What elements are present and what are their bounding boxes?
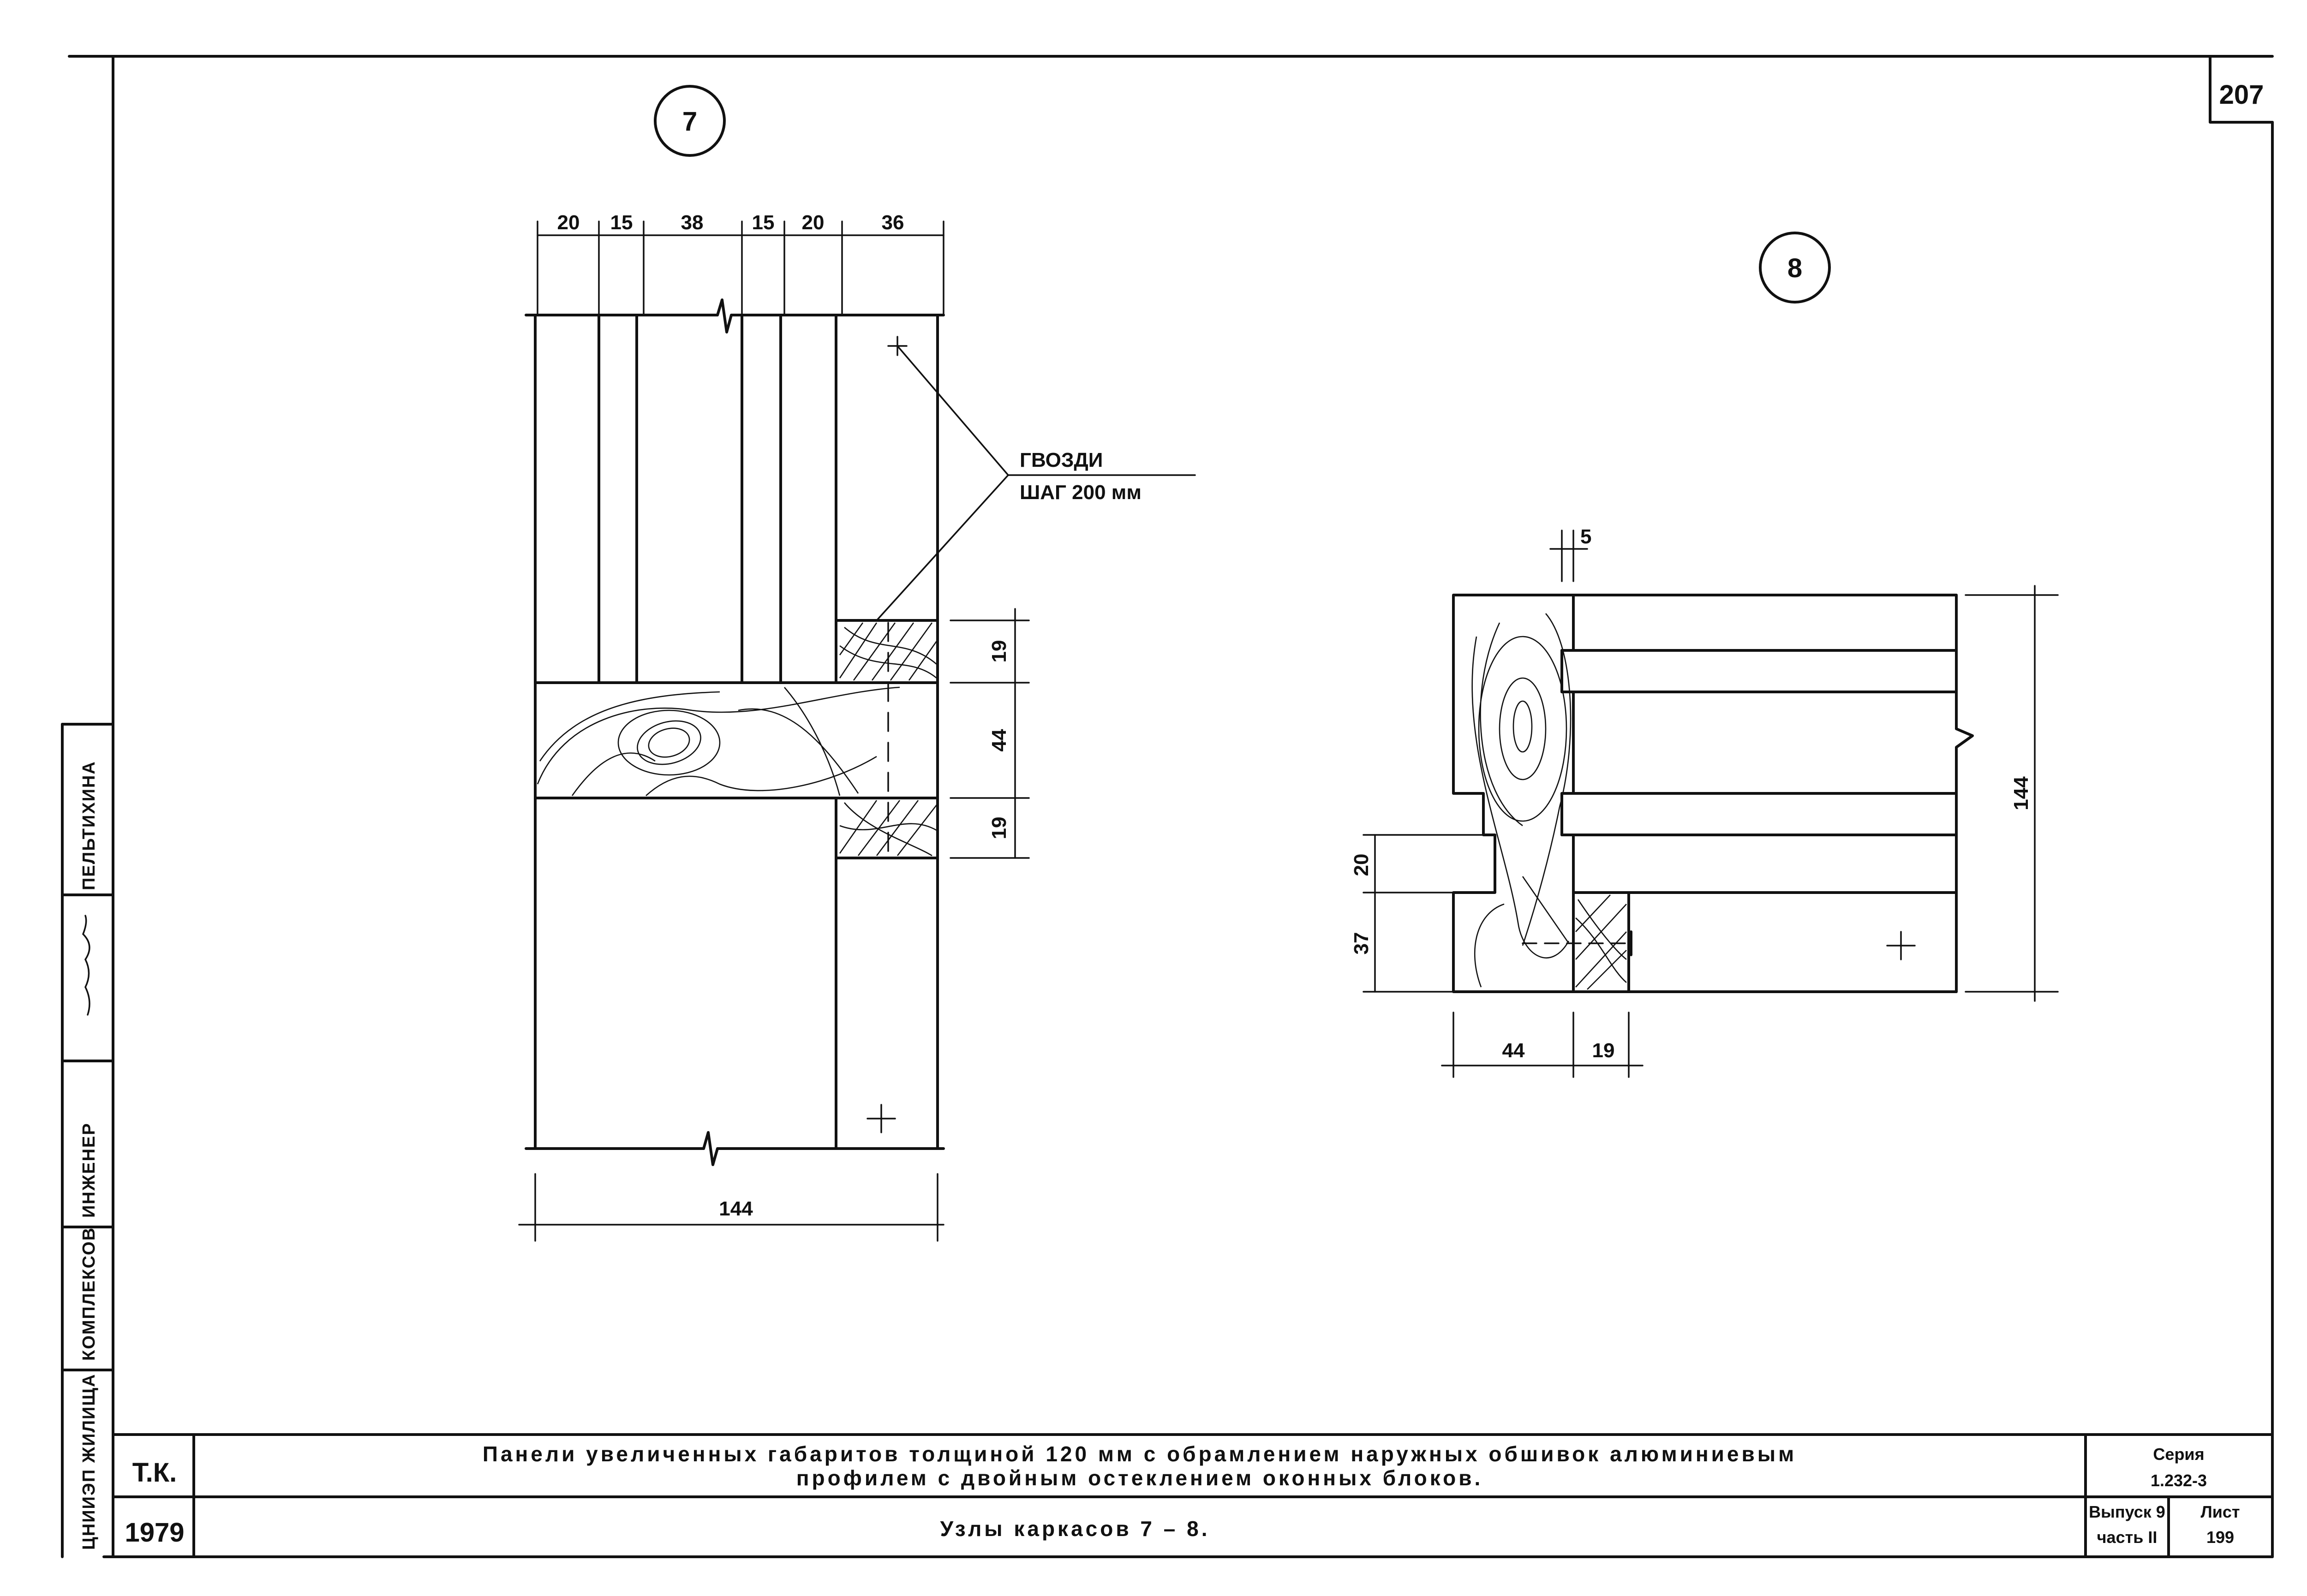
n7-dim-top-1: 20	[557, 211, 580, 234]
stamp-dept: КОМПЛЕКСОВ	[79, 1227, 99, 1361]
n7-dim-right-3: 19	[988, 817, 1010, 840]
sheet-frame	[68, 55, 2274, 1558]
sheet-label: Лист	[2200, 1502, 2240, 1521]
side-stamp	[61, 723, 114, 1558]
n8-dim-right: 144	[2010, 776, 2032, 810]
n8-dim-bottom-2: 19	[1592, 1039, 1615, 1062]
n7-dim-bottom: 144	[719, 1197, 753, 1220]
series-label: Серия	[2153, 1445, 2204, 1464]
series-value: 1.232-3	[2151, 1471, 2207, 1490]
n7-dim-right-1: 19	[988, 640, 1010, 663]
n7-callout-line1: ГВОЗДИ	[1020, 449, 1103, 471]
node-7-marker	[654, 85, 726, 157]
issue-label: Выпуск 9	[2089, 1502, 2165, 1521]
n8-dim-top: 5	[1580, 525, 1591, 548]
n8-dim-bottom-1: 44	[1502, 1039, 1525, 1062]
n7-dim-top-4: 15	[752, 211, 775, 234]
n8-dim-left-1: 20	[1350, 854, 1373, 876]
n7-dim-top-2: 15	[610, 211, 633, 234]
n7-dim-top-5: 20	[802, 211, 825, 234]
sheet-title: Узлы каркасов 7 – 8.	[940, 1517, 1210, 1541]
n8-label: 8	[1787, 253, 1802, 283]
stamp-name: ПЕЛЬТИХИНА	[79, 761, 99, 890]
node-7	[518, 85, 1196, 1242]
node-8	[1363, 232, 2059, 1078]
title-block	[112, 1433, 2274, 1558]
n8-dim-left-2: 37	[1350, 932, 1373, 955]
sheet-value: 199	[2206, 1528, 2234, 1547]
n7-dim-right-2: 44	[988, 729, 1010, 751]
sheet-number: 207	[2219, 80, 2264, 110]
part-label: часть II	[2097, 1528, 2158, 1547]
year: 1979	[125, 1518, 184, 1548]
stamp-role: ИНЖЕНЕР	[79, 1122, 99, 1218]
node-8-marker	[1759, 232, 1831, 304]
title-line-1: Панели увеличенных габаритов толщиной 12…	[483, 1442, 1797, 1466]
signature	[82, 915, 90, 1016]
n7-dim-top-3: 38	[681, 211, 704, 234]
stamp-org: ЦНИИЭП ЖИЛИЩА	[79, 1373, 99, 1550]
n7-dim-top-6: 36	[882, 211, 904, 234]
title-line-2: профилем с двойным остеклением оконных б…	[796, 1466, 1483, 1490]
org-code: Т.К.	[132, 1458, 177, 1488]
n7-label: 7	[682, 107, 697, 137]
n7-callout-line2: ШАГ 200 мм	[1020, 481, 1142, 504]
